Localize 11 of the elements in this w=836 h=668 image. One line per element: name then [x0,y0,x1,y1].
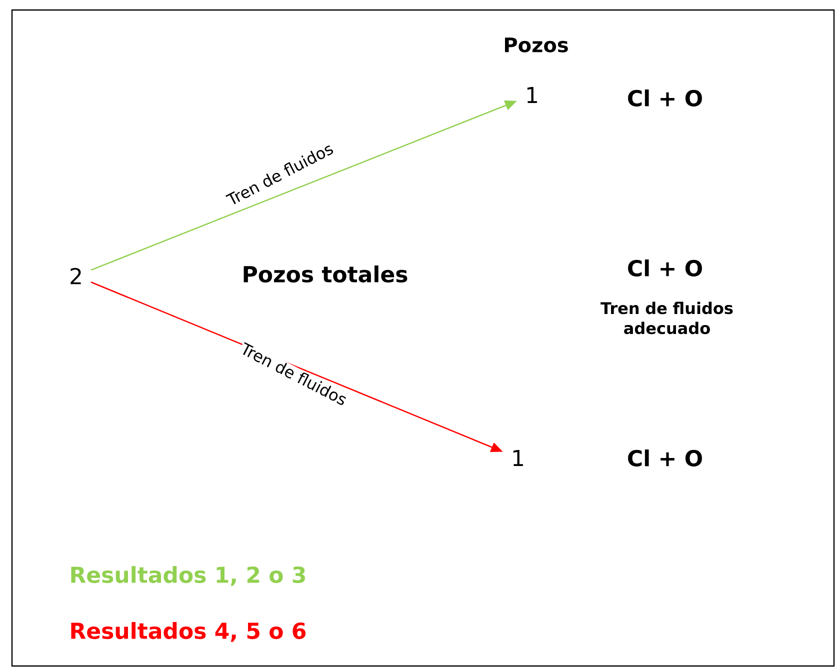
number-label: 1 [527,86,537,103]
text-label: Pozos [505,38,568,52]
number-label: 1 [513,450,523,466]
text-label: Cl + O [628,449,702,466]
text-label: Cl + O [628,259,702,276]
text-label: Tren de fluidos adecuado [600,302,733,334]
text-label: Pozos totales [244,265,408,282]
text-label: Resultados 4, 5 o 6 [71,622,306,642]
text-label: Cl + O [628,89,702,106]
number-label: 2 [70,268,81,284]
text-label: Resultados 1, 2 o 3 [71,566,305,586]
